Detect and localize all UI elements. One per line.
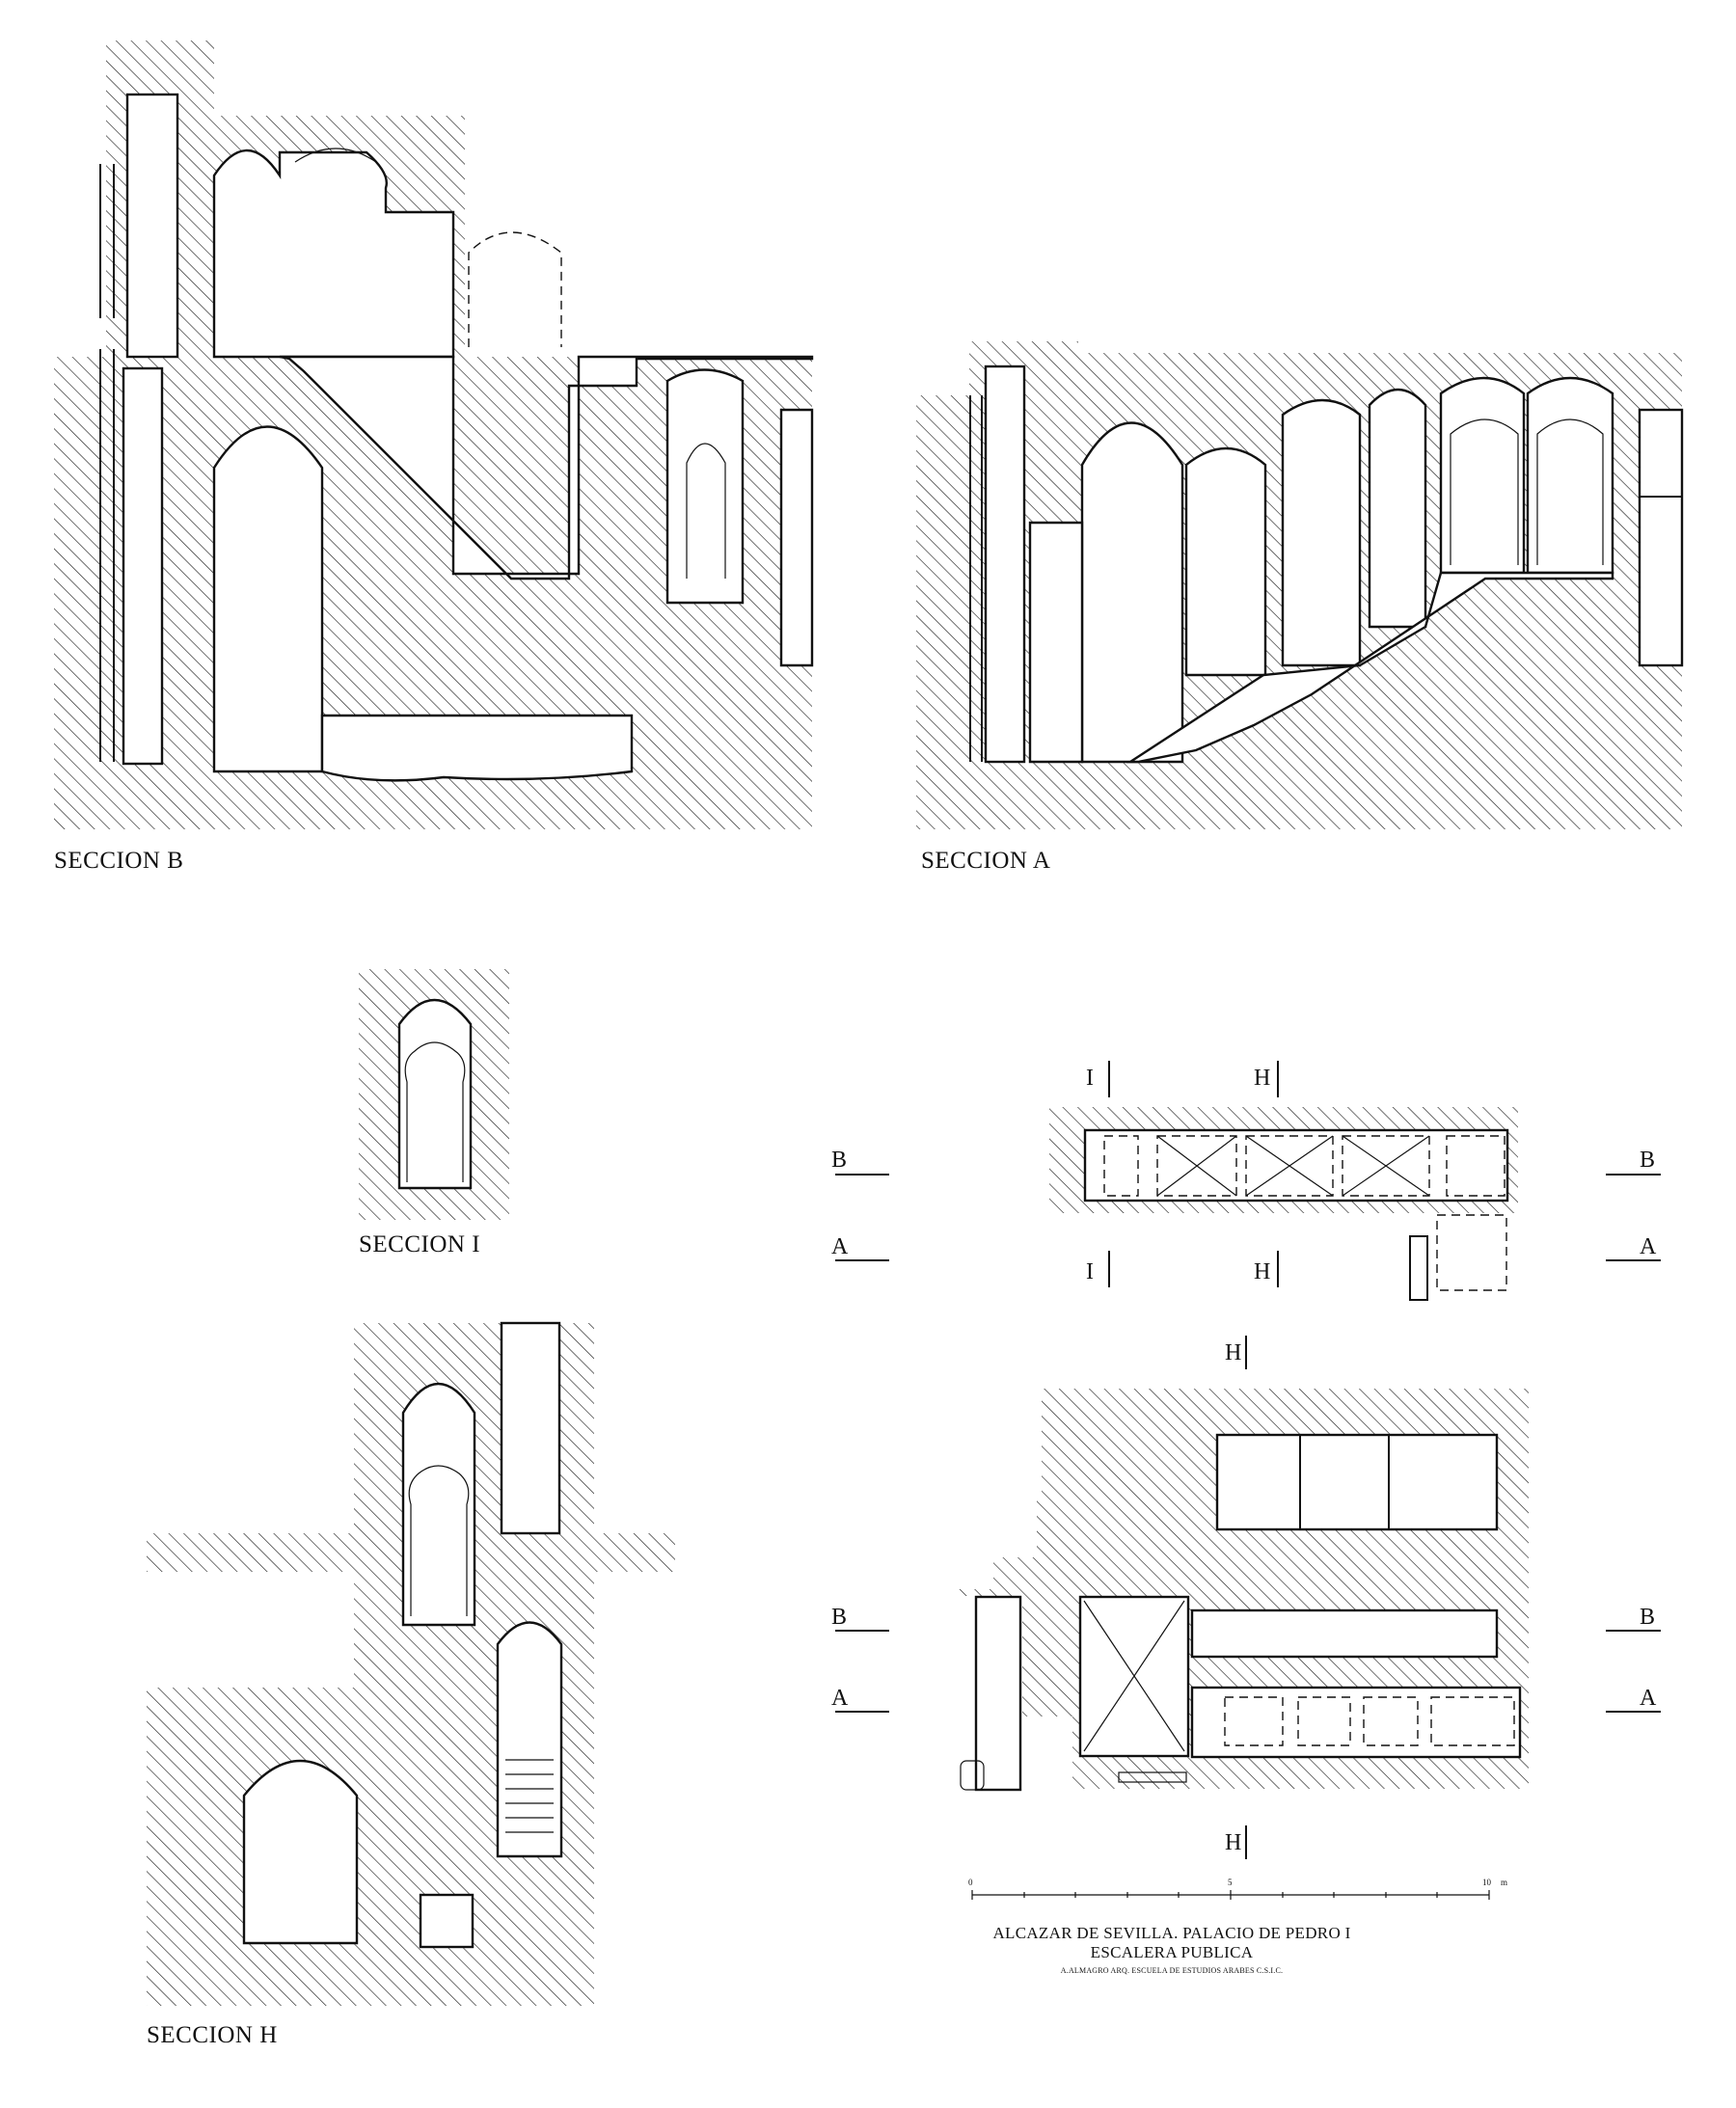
bay-outlines bbox=[1224, 1696, 1515, 1746]
cut-b-right-2: B bbox=[1640, 1605, 1655, 1630]
dashed-vault bbox=[468, 231, 562, 347]
cut-h-top: H bbox=[1254, 1066, 1270, 1091]
wedge-step bbox=[1409, 1235, 1428, 1301]
inner-arch-line bbox=[686, 443, 726, 579]
corridor-void bbox=[1083, 1128, 1509, 1203]
vault-room-1 bbox=[1080, 421, 1184, 764]
small-niche bbox=[419, 1893, 475, 1949]
upper-horseshoe bbox=[408, 1465, 470, 1616]
title-line-2: ESCALERA PUBLICA bbox=[1091, 1943, 1254, 1961]
horseshoe-room-2 bbox=[1526, 376, 1614, 575]
scale-bar bbox=[971, 1890, 1490, 1900]
horseshoe-inner-1 bbox=[1450, 419, 1519, 565]
section-i-drawing bbox=[359, 969, 509, 1220]
scale-start: 0 bbox=[968, 1878, 973, 1887]
cut-markers bbox=[835, 1061, 1661, 1859]
stair-void bbox=[1126, 571, 1614, 764]
right-arch-room bbox=[665, 368, 745, 605]
cut-a-left-1: A bbox=[831, 1234, 849, 1259]
section-b-drawing bbox=[54, 41, 814, 829]
title-line-3: A.ALMAGRO ARQ. ESCUELA DE ESTUDIOS ARABE… bbox=[1061, 1966, 1283, 1975]
upper-hall-void bbox=[212, 149, 455, 359]
cut-a-left-2: A bbox=[831, 1686, 849, 1711]
left-column-void bbox=[984, 365, 1026, 764]
lower-plan-drawing bbox=[957, 1389, 1529, 1792]
ground-mass bbox=[916, 762, 1682, 829]
title-line-1: ALCAZAR DE SEVILLA. PALACIO DE PEDRO I bbox=[992, 1924, 1350, 1942]
upper-plan-drawing bbox=[1049, 1107, 1518, 1301]
left-column-void bbox=[122, 366, 164, 766]
scale-middle: 5 bbox=[1228, 1878, 1233, 1887]
arch-void bbox=[397, 999, 473, 1190]
horseshoe-room-1 bbox=[1439, 376, 1526, 575]
lower-arch-void bbox=[242, 1760, 359, 1945]
section-h-label: SECCION H bbox=[147, 2022, 278, 2048]
scale-end: 10 bbox=[1482, 1878, 1492, 1887]
threshold bbox=[1118, 1771, 1187, 1783]
section-i-label: SECCION I bbox=[359, 1231, 480, 1257]
landing-diagonals bbox=[1083, 1600, 1185, 1752]
room-dividers bbox=[1299, 1435, 1390, 1529]
vault-room-4 bbox=[1368, 388, 1427, 629]
cut-b-right-1: B bbox=[1640, 1148, 1655, 1173]
cut-b-left-2: B bbox=[831, 1605, 847, 1630]
cut-i-bottom: I bbox=[1086, 1259, 1094, 1284]
corridor-void bbox=[1190, 1608, 1499, 1659]
cut-h-plan-bottom: H bbox=[1225, 1830, 1241, 1855]
vault-room-2 bbox=[1184, 446, 1267, 677]
horseshoe-arch bbox=[404, 1041, 466, 1182]
right-edge-room bbox=[779, 408, 814, 667]
section-a-drawing bbox=[916, 341, 1684, 829]
lower-gallery-void bbox=[320, 714, 634, 782]
stair-void bbox=[279, 355, 814, 581]
cut-a-right-2: A bbox=[1640, 1686, 1657, 1711]
pier bbox=[960, 1760, 985, 1791]
vault-diagonals bbox=[1156, 1135, 1430, 1197]
passage-void bbox=[974, 1595, 1022, 1792]
upper-arch-void bbox=[401, 1383, 476, 1627]
left-lower-void bbox=[1028, 521, 1084, 764]
scale-unit: m bbox=[1501, 1878, 1507, 1887]
column-lines bbox=[99, 164, 115, 762]
section-h-drawing bbox=[147, 1321, 675, 2006]
stair-treads bbox=[505, 1759, 554, 1833]
left-pier-void bbox=[125, 93, 179, 359]
upper-rooms-void bbox=[1215, 1433, 1499, 1531]
vault-room-3 bbox=[1281, 398, 1362, 667]
lower-bay bbox=[1436, 1214, 1507, 1291]
cut-b-left-1: B bbox=[831, 1148, 847, 1173]
horseshoe-inner-2 bbox=[1536, 419, 1604, 565]
stair-arch-void bbox=[496, 1621, 563, 1858]
cut-a-right-1: A bbox=[1640, 1234, 1657, 1259]
stair-corridor-void bbox=[1190, 1686, 1522, 1759]
shaft-void bbox=[500, 1321, 561, 1535]
vault-cap-line bbox=[294, 148, 377, 163]
section-b-label: SECCION B bbox=[54, 848, 183, 874]
column-lines bbox=[969, 395, 983, 762]
right-edge-room bbox=[1638, 408, 1684, 667]
cut-h-bottom: H bbox=[1254, 1259, 1270, 1284]
scale-bar-ticks bbox=[971, 1890, 1490, 1900]
lower-vault-void bbox=[212, 425, 324, 773]
section-a-label: SECCION A bbox=[921, 848, 1050, 874]
cut-h-plan-top: H bbox=[1225, 1340, 1241, 1365]
cut-i-top: I bbox=[1086, 1066, 1094, 1091]
